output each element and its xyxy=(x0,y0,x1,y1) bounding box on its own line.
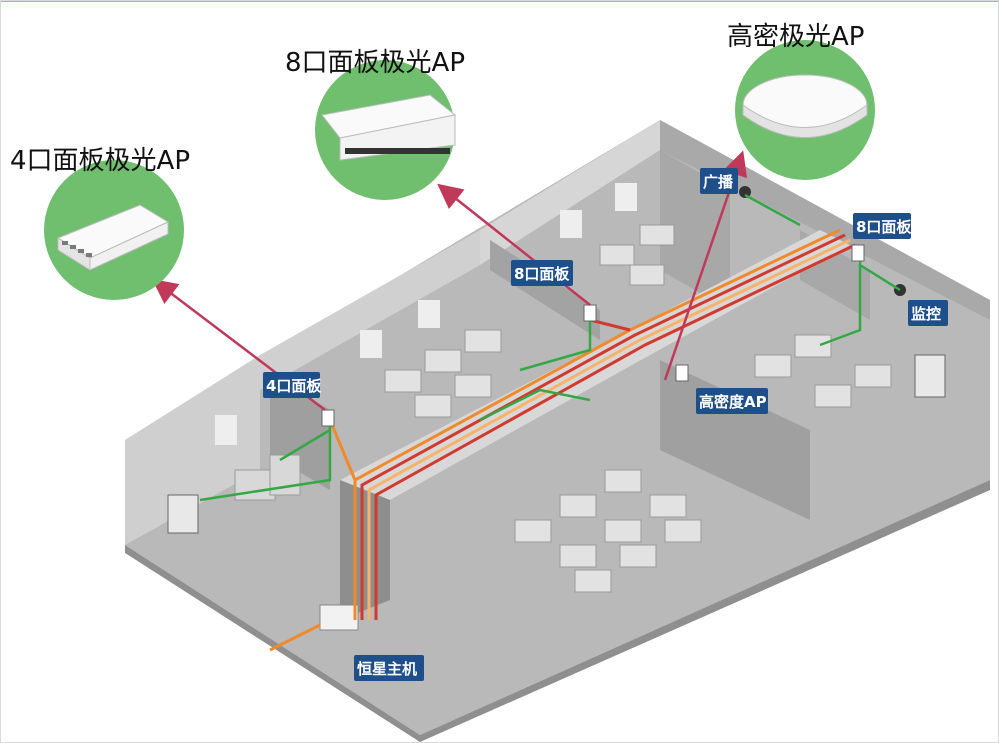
svg-text:8口面板: 8口面板 xyxy=(856,218,912,236)
printer-icon xyxy=(167,494,199,534)
callout-title-ap8: 8口面板极光AP xyxy=(285,48,466,78)
host-device-icon xyxy=(319,604,359,631)
window xyxy=(615,183,637,211)
svg-text:高密度AP: 高密度AP xyxy=(699,393,767,411)
svg-text:监控: 监控 xyxy=(911,305,941,323)
callout-title-ap4: 4口面板极光AP xyxy=(10,146,191,176)
tag-monitor: 监控 xyxy=(908,300,948,326)
svg-text:广播: 广播 xyxy=(703,173,734,191)
ceiling-ap-high-density xyxy=(675,364,689,382)
arrow-to-ap-hd xyxy=(663,150,747,381)
svg-text:4口面板: 4口面板 xyxy=(266,377,322,395)
top-accent-line xyxy=(0,0,999,2)
back-wall-left xyxy=(260,230,480,390)
tag-panel4: 4口面板 xyxy=(263,372,322,398)
speaker-icon xyxy=(739,186,751,198)
back-wall-mid xyxy=(480,120,660,265)
desk-cluster-top-room xyxy=(599,224,675,286)
desk-cluster-right-room xyxy=(754,334,892,408)
callout-circle-ap8 xyxy=(315,60,457,200)
window xyxy=(360,330,382,358)
tag-host: 恒星主机 xyxy=(354,655,424,681)
window xyxy=(215,415,237,445)
tag-panel8-left: 8口面板 xyxy=(511,260,573,286)
svg-text:8口面板: 8口面板 xyxy=(514,265,570,283)
callout-title-ap-hd: 高密极光AP xyxy=(727,22,865,52)
callout-circle-ap4 xyxy=(44,160,184,300)
tag-panel8-right: 8口面板 xyxy=(853,213,912,239)
printer-icon xyxy=(914,354,946,398)
desk-cluster-left-room xyxy=(384,329,502,418)
ethernet-cable-green xyxy=(199,193,901,502)
window xyxy=(418,300,440,328)
tag-broadcast: 广播 xyxy=(700,168,738,194)
desk-cluster-center xyxy=(514,469,702,593)
left-outer-wall xyxy=(125,355,260,545)
panel-ap-8port-right xyxy=(851,244,865,262)
tag-high-density-ap: 高密度AP xyxy=(696,388,768,414)
panel-ap-8port-left xyxy=(583,304,597,322)
window xyxy=(560,210,582,238)
panel-ap-4port xyxy=(321,409,335,427)
callout-circle-ap-hd xyxy=(735,40,875,180)
svg-text:恒星主机: 恒星主机 xyxy=(357,660,417,678)
